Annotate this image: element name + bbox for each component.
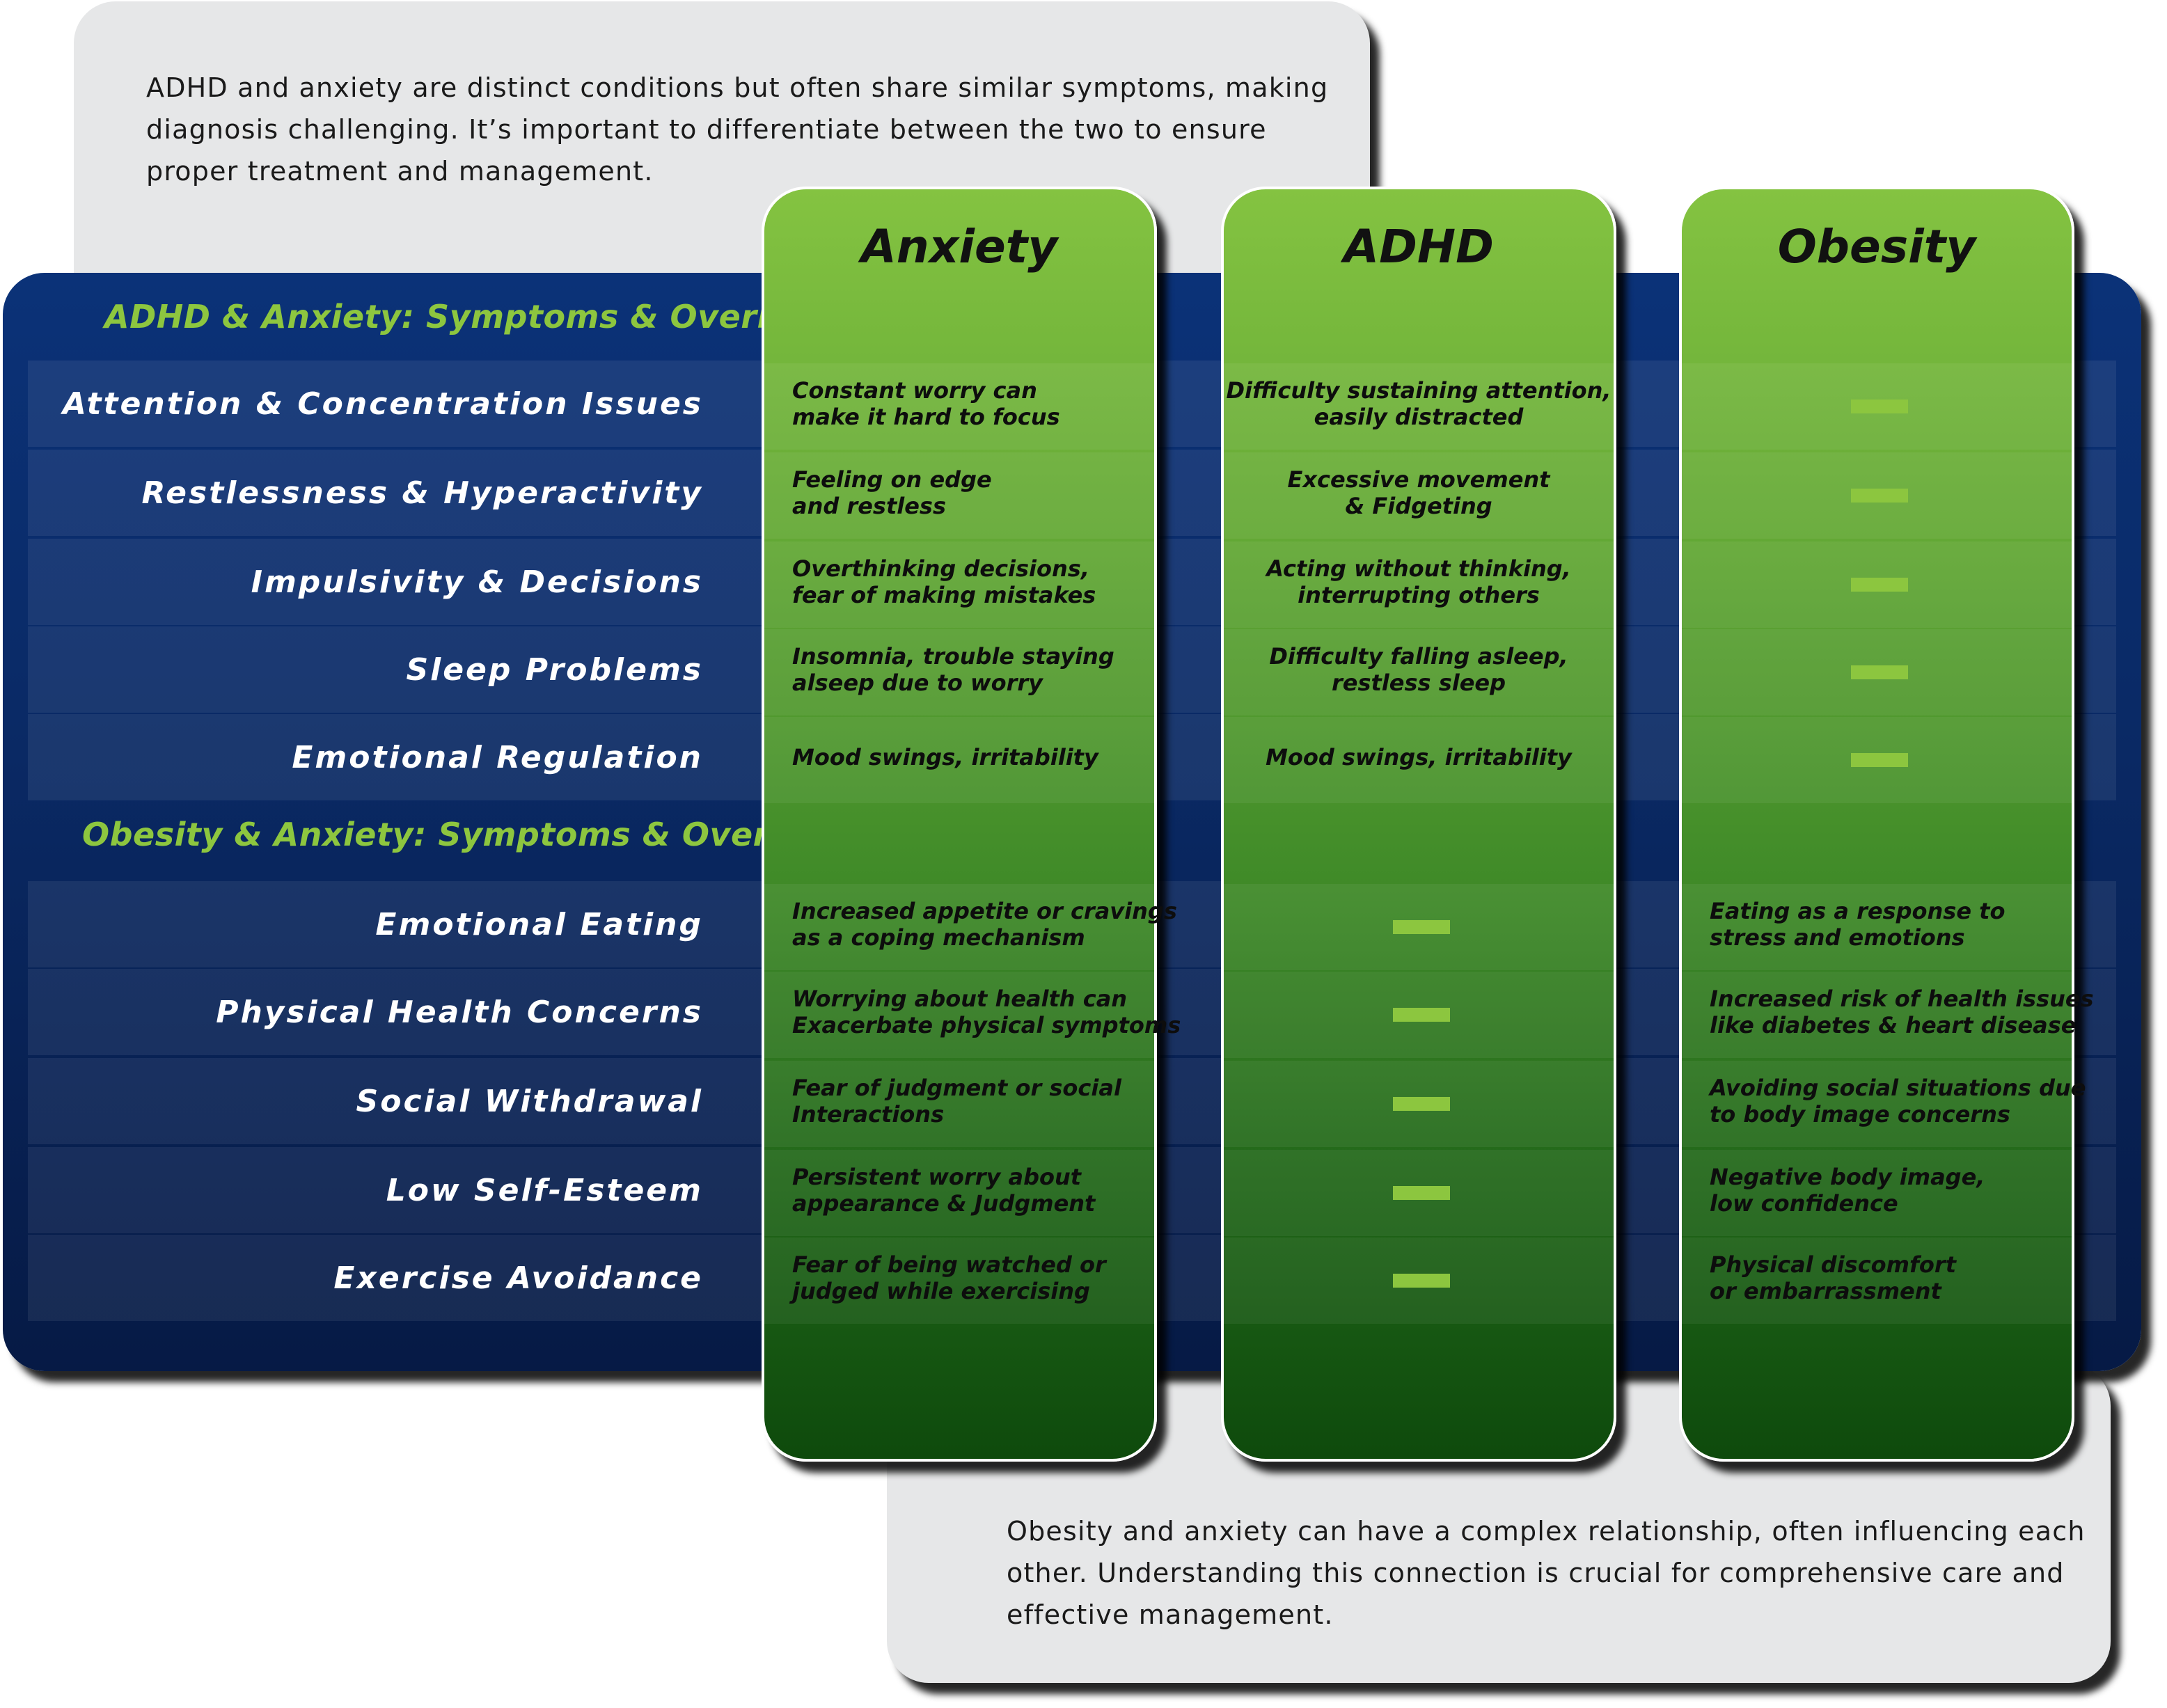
cell-band — [1682, 1150, 2072, 1236]
column-header-obesity: Obesity — [1777, 220, 1976, 274]
cell-band — [1682, 972, 2072, 1058]
cell-band — [764, 717, 1154, 803]
cell-band — [764, 884, 1154, 970]
cell-adhd: Acting without thinking,interrupting oth… — [1266, 555, 1571, 608]
intro-note: ADHD and anxiety are distinct conditions… — [146, 72, 1329, 187]
cell-anxiety: Overthinking decisions,fear of making mi… — [792, 555, 1096, 608]
row-label: Physical Health Concerns — [216, 994, 703, 1030]
cell-band — [1682, 884, 2072, 970]
outro-note: Obesity and anxiety can have a complex r… — [1007, 1516, 2086, 1630]
cell-band — [1224, 541, 1614, 628]
column-adhd: ADHD Difficulty sustaining attention,eas… — [1221, 187, 1616, 1462]
cell-band — [764, 1150, 1154, 1236]
cell-band — [764, 629, 1154, 715]
not-applicable-dash — [1393, 1274, 1450, 1288]
cell-band — [764, 452, 1154, 539]
cell-band — [1224, 629, 1614, 715]
cell-band — [1682, 1061, 2072, 1147]
not-applicable-dash — [1851, 578, 1908, 592]
row-label: Impulsivity & Decisions — [251, 564, 703, 600]
cell-adhd: Difficulty falling asleep,restless sleep — [1269, 643, 1568, 696]
cell-band — [764, 972, 1154, 1058]
cell-adhd: Excessive movement& Fidgeting — [1287, 466, 1550, 519]
row-label: Emotional Regulation — [292, 739, 703, 775]
row-label: Attention & Concentration Issues — [62, 386, 703, 422]
not-applicable-dash — [1393, 920, 1450, 934]
cell-band — [764, 1237, 1154, 1324]
not-applicable-dash — [1393, 1186, 1450, 1200]
cell-obesity: Negative body image,low confidence — [1710, 1164, 1985, 1217]
cell-adhd: Mood swings, irritability — [1266, 744, 1572, 770]
cell-band — [1224, 363, 1614, 450]
row-label: Exercise Avoidance — [333, 1260, 703, 1296]
row-label: Low Self-Esteem — [386, 1172, 703, 1208]
not-applicable-dash — [1393, 1008, 1450, 1022]
not-applicable-dash — [1851, 489, 1908, 503]
cell-band — [764, 363, 1154, 450]
cell-band — [764, 541, 1154, 628]
section-title-adhd-anxiety: ADHD & Anxiety: Symptoms & Overlaps — [104, 298, 833, 335]
row-label: Restlessness & Hyperactivity — [141, 475, 703, 511]
section-title-obesity-anxiety: Obesity & Anxiety: Symptoms & Overlaps — [82, 816, 845, 853]
column-header-anxiety: Anxiety — [860, 220, 1058, 274]
not-applicable-dash — [1851, 665, 1908, 679]
row-label: Sleep Problems — [406, 651, 703, 688]
row-label: Emotional Eating — [375, 906, 703, 942]
cell-band — [1224, 717, 1614, 803]
cell-anxiety: Mood swings, irritability — [792, 744, 1098, 770]
not-applicable-dash — [1393, 1097, 1450, 1111]
cell-band — [764, 1061, 1154, 1147]
row-label: Social Withdrawal — [356, 1083, 703, 1119]
cell-adhd: Difficulty sustaining attention,easily d… — [1226, 377, 1612, 430]
column-header-adhd: ADHD — [1343, 220, 1494, 274]
not-applicable-dash — [1851, 400, 1908, 413]
not-applicable-dash — [1851, 753, 1908, 767]
cell-band — [1682, 1237, 2072, 1324]
cell-band — [1224, 452, 1614, 539]
